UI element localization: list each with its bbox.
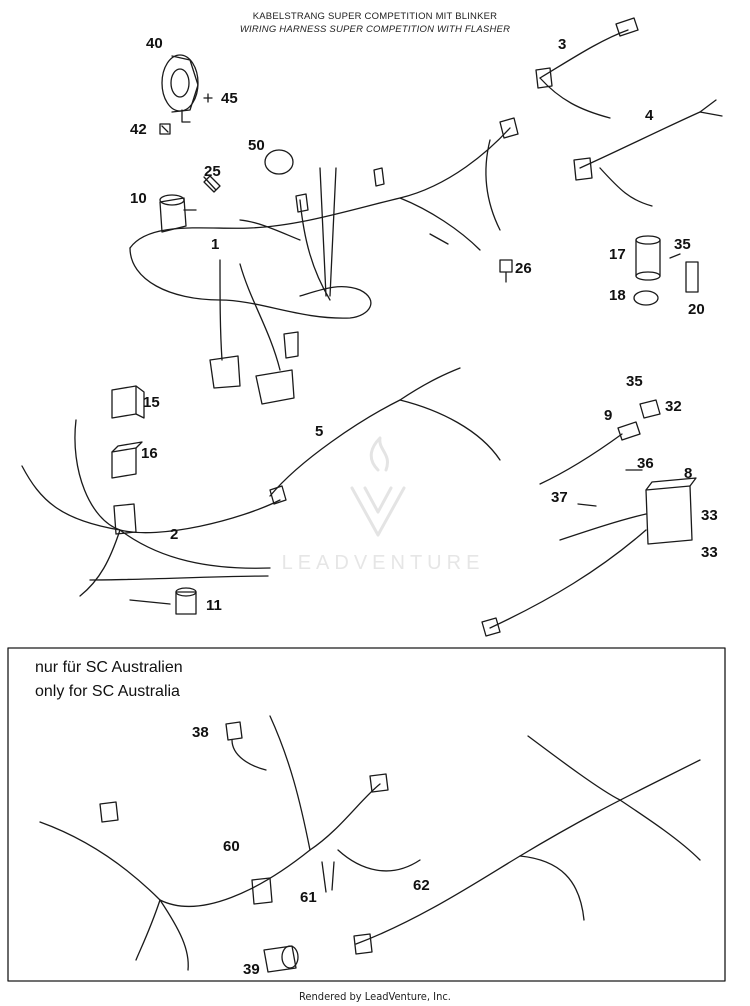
callout-32: 32 [665, 398, 682, 415]
ring-part-18 [633, 290, 659, 306]
lead-part-5 [269, 367, 501, 505]
flasher-part-11 [175, 587, 197, 615]
bolt-part-45 [203, 93, 213, 103]
screw-part-35-top [669, 253, 681, 259]
callout-38: 38 [192, 724, 209, 741]
diagram-title-english: WIRING HARNESS SUPER COMPETITION WITH FL… [239, 24, 511, 35]
callout-26: 26 [515, 260, 532, 277]
callout-10: 10 [130, 190, 147, 207]
callout-45: 45 [221, 90, 238, 107]
callout-3: 3 [558, 36, 567, 53]
screw-part-37 [577, 503, 597, 507]
render-credit: Rendered by LeadVenture, Inc. [299, 990, 451, 1003]
inset-frame [7, 647, 726, 982]
relay-part-16 [111, 441, 143, 479]
regulator-part-8 [645, 477, 697, 545]
adapter-part-38 [225, 721, 267, 771]
diagram-title-german: KABELSTRANG SUPER COMPETITION MIT BLINKE… [252, 11, 498, 22]
callout-62: 62 [413, 877, 430, 894]
callout-8: 8 [684, 465, 693, 482]
callout-35-top: 35 [674, 236, 691, 253]
switch-part-25 [203, 175, 221, 193]
watermark-text: LEADVENTURE [281, 552, 485, 574]
connector-part-61 [321, 861, 335, 893]
inset-note-english: only for SC Australia [35, 683, 180, 700]
clip-part-42 [159, 123, 171, 135]
callout-36: 36 [637, 455, 654, 472]
callout-4: 4 [645, 107, 654, 124]
callout-40: 40 [146, 35, 163, 52]
lead-part-4 [573, 99, 723, 207]
relay-inset [251, 877, 273, 905]
relay-part-15 [111, 385, 145, 419]
callout-60: 60 [223, 838, 240, 855]
callout-5: 5 [315, 423, 324, 440]
callout-18: 18 [609, 287, 626, 304]
relay-part-10 [159, 194, 197, 233]
callout-37: 37 [551, 489, 568, 506]
callout-9: 9 [604, 407, 613, 424]
sensor-part-26 [499, 259, 513, 283]
callout-35-mid: 35 [626, 373, 643, 390]
capacitor-part-17 [635, 235, 661, 281]
callout-11: 11 [206, 597, 222, 614]
callout-2: 2 [170, 526, 179, 543]
regulator-lead [481, 513, 647, 637]
callout-33-lower: 33 [701, 544, 718, 561]
main-harness-part-1 [129, 117, 519, 405]
callout-42: 42 [130, 121, 147, 138]
leadventure-flame-logo [350, 436, 406, 537]
harness-part-60 [39, 715, 421, 971]
callout-15: 15 [143, 394, 160, 411]
harness-part-2 [21, 419, 281, 605]
callout-25: 25 [204, 163, 221, 180]
callout-16: 16 [141, 445, 158, 462]
bracket-part-32 [639, 399, 661, 419]
callout-61: 61 [300, 889, 317, 906]
callout-1: 1 [211, 236, 220, 253]
callout-20: 20 [688, 301, 705, 318]
inset-note-german: nur für SC Australien [35, 659, 183, 676]
callout-50: 50 [248, 137, 265, 154]
callout-33-upper: 33 [701, 507, 718, 524]
ignition-lead-part-9 [539, 421, 641, 485]
flasher-part-39 [263, 945, 299, 973]
bracket-part-20 [685, 261, 699, 293]
horn-part-40 [161, 54, 199, 123]
lead-part-3 [535, 17, 639, 119]
cable-tie-part-50 [264, 149, 294, 175]
harness-part-62 [353, 735, 701, 955]
callout-17: 17 [609, 246, 626, 263]
callout-39: 39 [243, 961, 260, 978]
